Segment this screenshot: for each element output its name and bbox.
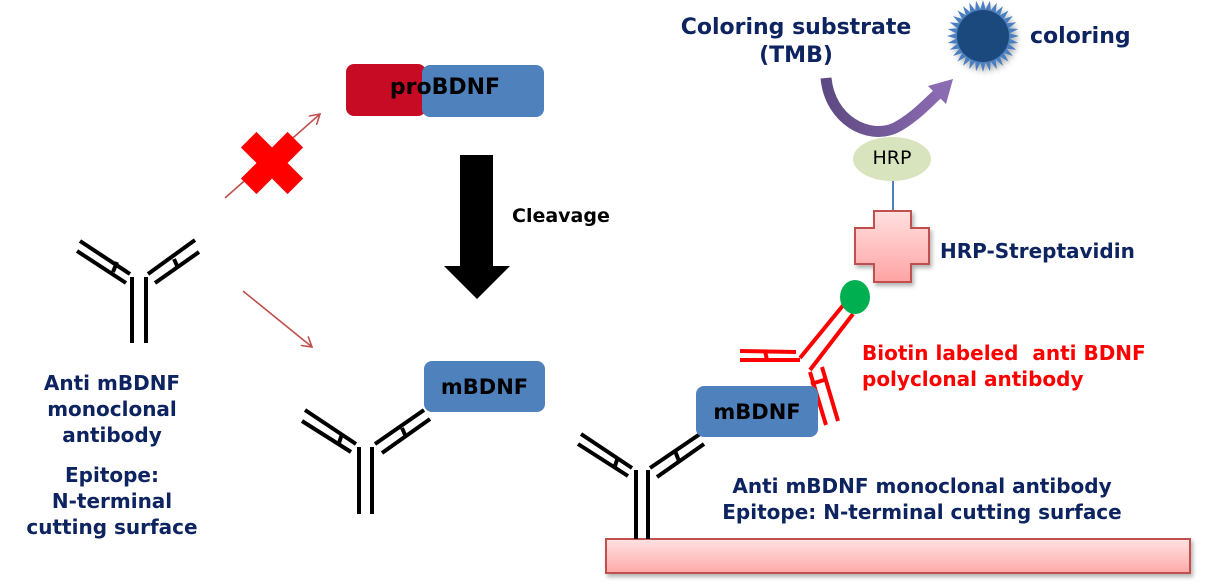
probdnf-label: proBDNF: [389, 75, 501, 100]
biotin-label-line-1: Biotin labeled anti BDNF: [862, 341, 1146, 365]
biotin-antibody-icon: [739, 301, 855, 426]
left-caption-line-2: monoclonal: [47, 397, 177, 421]
left-epitope-line-3: cutting surface: [26, 515, 198, 539]
streptavidin-cross-icon: [854, 210, 930, 283]
left-caption-line-1: Anti mBDNF: [43, 371, 181, 395]
substrate-line-1: Coloring substrate: [680, 15, 912, 40]
left-epitope-line-1: Epitope:: [64, 463, 159, 487]
bdnf-domain-box: [422, 65, 544, 117]
left-epitope-caption: Epitope: N-terminal cutting surface: [12, 462, 212, 540]
cleavage-label: Cleavage: [512, 205, 610, 227]
cleavage-arrow-icon: [444, 155, 510, 299]
microplate-surface: [605, 538, 1191, 574]
reaction-arrow-head-icon: [928, 79, 953, 104]
mbdnf-bound-box: mBDNF: [696, 386, 818, 437]
cross-mark-icon: [240, 131, 304, 195]
capture-caption-line-2: Epitope: N-terminal cutting surface: [722, 500, 1122, 524]
hrp-streptavidin-label: HRP-Streptavidin: [940, 239, 1135, 263]
capture-antibody-icon: [576, 432, 706, 539]
left-caption-line-3: antibody: [62, 423, 162, 447]
capture-caption-line-1: Anti mBDNF monoclonal antibody: [732, 474, 1112, 498]
reaction-arrow-icon: [820, 77, 944, 137]
left-epitope-line-2: N-terminal: [51, 489, 173, 513]
pro-domain-box: [346, 64, 426, 116]
middle-antibody-icon: [300, 408, 432, 514]
burst-core: [957, 10, 1009, 62]
coloring-label: coloring: [1030, 24, 1131, 49]
substrate-label: Coloring substrate (TMB): [668, 14, 924, 70]
biotin-antibody-label: Biotin labeled anti BDNF polyclonal anti…: [862, 340, 1146, 392]
mbdnf-free-box: mBDNF: [424, 361, 545, 412]
coloring-burst-icon: [947, 0, 1019, 72]
hrp-ellipse: [853, 137, 931, 181]
left-antibody-icon: [75, 238, 201, 343]
capture-antibody-caption: Anti mBDNF monoclonal antibody Epitope: …: [700, 473, 1144, 525]
biotin-label-line-2: polyclonal antibody: [862, 367, 1084, 391]
allowed-path-arrow: [242, 290, 312, 347]
biotin-dot: [840, 280, 870, 314]
hrp-label: HRP: [872, 147, 912, 169]
left-antibody-caption: Anti mBDNF monoclonal antibody: [12, 370, 212, 448]
substrate-line-2: (TMB): [759, 43, 833, 68]
